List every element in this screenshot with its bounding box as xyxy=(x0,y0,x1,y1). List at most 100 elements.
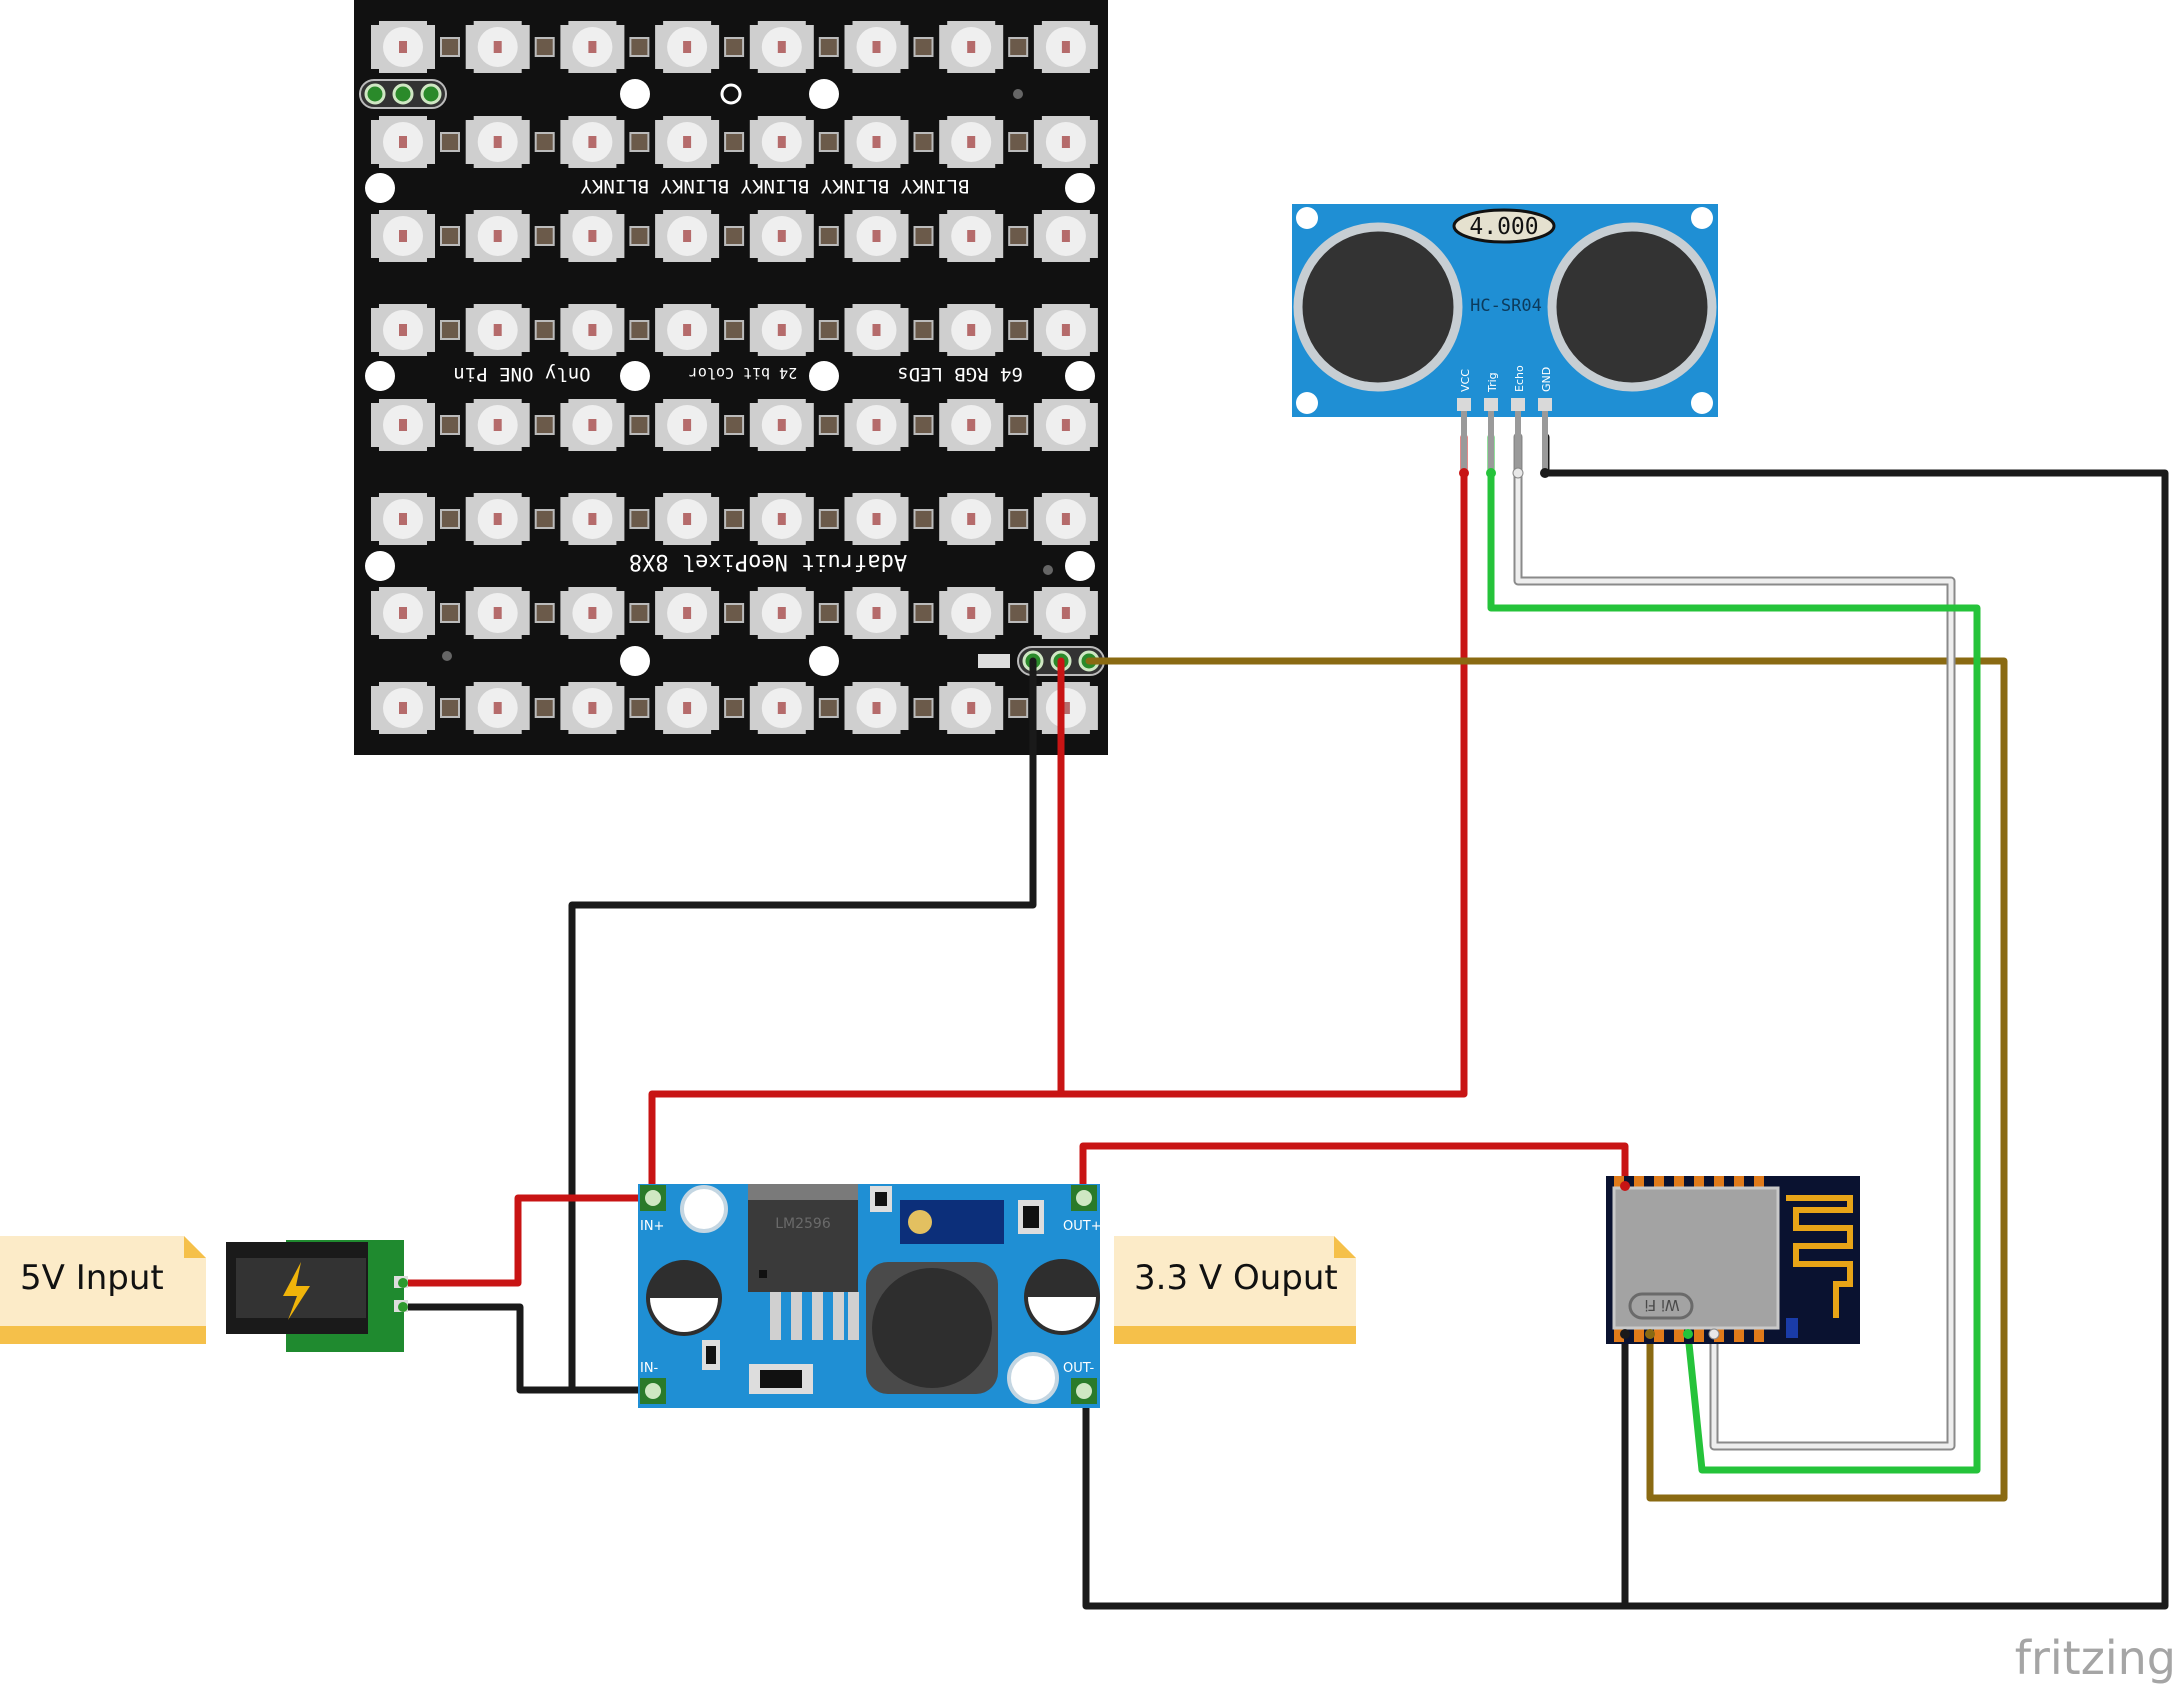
sensor-header xyxy=(1457,398,1552,479)
wifi-pad xyxy=(1734,1328,1744,1342)
neopixel-silk-row: BLINKY BLINKY BLINKY BLINKY BLINKY xyxy=(580,175,969,197)
led-pixel xyxy=(655,682,745,734)
wifi-pad xyxy=(1654,1328,1664,1342)
neopixel-feature-pin: Only ONE Pin xyxy=(453,363,590,385)
wifi-pad xyxy=(1614,1176,1624,1190)
dc-barrel-jack xyxy=(226,1240,408,1352)
wifi-pad xyxy=(1634,1328,1644,1342)
regulator-label-out-plus: OUT+ xyxy=(1063,1219,1102,1234)
led-pixel xyxy=(560,210,650,262)
led-pixel xyxy=(560,682,650,734)
led-pixel xyxy=(371,116,460,168)
led-pixel xyxy=(465,304,555,356)
led-pixel xyxy=(939,682,1029,734)
led-pixel xyxy=(939,399,1029,451)
wifi-pads-top xyxy=(1614,1176,1764,1190)
led-pixel xyxy=(371,304,460,356)
led-pixel xyxy=(465,493,555,545)
wifi-antenna-trace xyxy=(1786,1195,1853,1318)
led-pixel xyxy=(939,493,1029,545)
led-pixel xyxy=(655,21,745,73)
led-pixel xyxy=(655,304,745,356)
sensor-receiver xyxy=(1547,222,1717,392)
wifi-pad xyxy=(1714,1176,1724,1190)
wifi-pad xyxy=(1754,1328,1764,1342)
wifi-pad xyxy=(1634,1176,1644,1190)
neopixel-title: Adafruit NeoPixel 8X8 xyxy=(629,549,907,574)
led-pixel xyxy=(844,493,934,545)
led-pixel xyxy=(939,21,1029,73)
led-pixel xyxy=(844,399,934,451)
led-pixel xyxy=(1033,116,1098,168)
led-pixel xyxy=(560,587,650,639)
led-pixel xyxy=(465,210,555,262)
sensor-pin-label-trig: Trig xyxy=(1486,372,1499,393)
wire-data-brown xyxy=(1085,657,2008,1502)
led-pixel xyxy=(465,21,555,73)
led-pixel xyxy=(844,210,934,262)
sensor-model-label: HC-SR04 xyxy=(1470,296,1542,316)
led-pixel xyxy=(1033,21,1098,73)
led-pixel xyxy=(465,587,555,639)
sensor-pin-label-vcc: VCC xyxy=(1459,369,1472,392)
wire-trig-green xyxy=(1487,433,1981,1474)
led-pixel xyxy=(465,116,555,168)
led-pixel xyxy=(844,21,934,73)
sensor-crystal xyxy=(1452,208,1556,244)
led-pixel xyxy=(465,682,555,734)
led-pixel xyxy=(655,399,745,451)
led-pixel xyxy=(371,399,460,451)
sensor-display-value: 4.000 xyxy=(1469,214,1538,240)
neopixel-matrix-board: BLINKY BLINKY BLINKY BLINKY BLINKY 64 RG… xyxy=(354,0,1108,755)
note-5v-input-text: 5V Input xyxy=(20,1258,164,1298)
voltage-regulator: LM2596 IN+ IN- OUT+ OUT- xyxy=(638,1184,1102,1408)
led-pixel xyxy=(371,682,460,734)
led-pixel xyxy=(1033,304,1098,356)
ultrasonic-sensor: 4.000 HC-SR04 VCC Trig Echo GND xyxy=(1292,204,1718,479)
led-pixel xyxy=(1033,587,1098,639)
led-pixel xyxy=(655,210,745,262)
led-pixel xyxy=(655,587,745,639)
sensor-transmitter xyxy=(1293,222,1463,392)
wifi-pad xyxy=(1694,1328,1704,1342)
led-pixel xyxy=(560,116,650,168)
led-pixel xyxy=(655,116,745,168)
led-pixel xyxy=(1033,682,1098,734)
led-pixel xyxy=(371,210,460,262)
neopixel-feature-rgb: 64 RGB LEDs xyxy=(897,363,1023,385)
led-pixel xyxy=(844,304,934,356)
sensor-pin-label-echo: Echo xyxy=(1513,365,1526,392)
regulator-label-in-minus: IN- xyxy=(640,1361,659,1376)
led-pixel xyxy=(560,304,650,356)
top-header-pins xyxy=(359,79,447,109)
led-pixel xyxy=(371,493,460,545)
led-pixel xyxy=(844,116,934,168)
led-grid xyxy=(371,21,1098,734)
wires xyxy=(401,432,2169,1610)
led-pixel xyxy=(1033,493,1098,545)
note-3v3-output-text: 3.3 V Ouput xyxy=(1134,1258,1338,1298)
regulator-chip-label: LM2596 xyxy=(775,1216,831,1232)
wifi-pad xyxy=(1734,1176,1744,1190)
led-pixel xyxy=(749,21,839,73)
wifi-pad xyxy=(1654,1176,1664,1190)
led-pixel xyxy=(655,493,745,545)
led-pixel xyxy=(749,399,839,451)
wire-echo-white xyxy=(1513,432,1956,1451)
wifi-module-label: Wi Fi xyxy=(1644,1296,1679,1314)
led-pixel xyxy=(939,587,1029,639)
wifi-pad xyxy=(1694,1176,1704,1190)
regulator-pads xyxy=(640,1185,1097,1404)
wifi-module: Wi Fi xyxy=(1606,1176,1860,1344)
led-pixel xyxy=(465,399,555,451)
led-pixel xyxy=(749,210,839,262)
wifi-pad xyxy=(1674,1176,1684,1190)
lightning-icon xyxy=(283,1262,310,1320)
led-pixel xyxy=(939,116,1029,168)
neopixel-feature-color: 24 bit Color xyxy=(689,364,797,382)
led-pixel xyxy=(560,399,650,451)
led-pixel xyxy=(844,587,934,639)
led-pixel xyxy=(1033,399,1098,451)
regulator-label-in-plus: IN+ xyxy=(640,1219,664,1234)
